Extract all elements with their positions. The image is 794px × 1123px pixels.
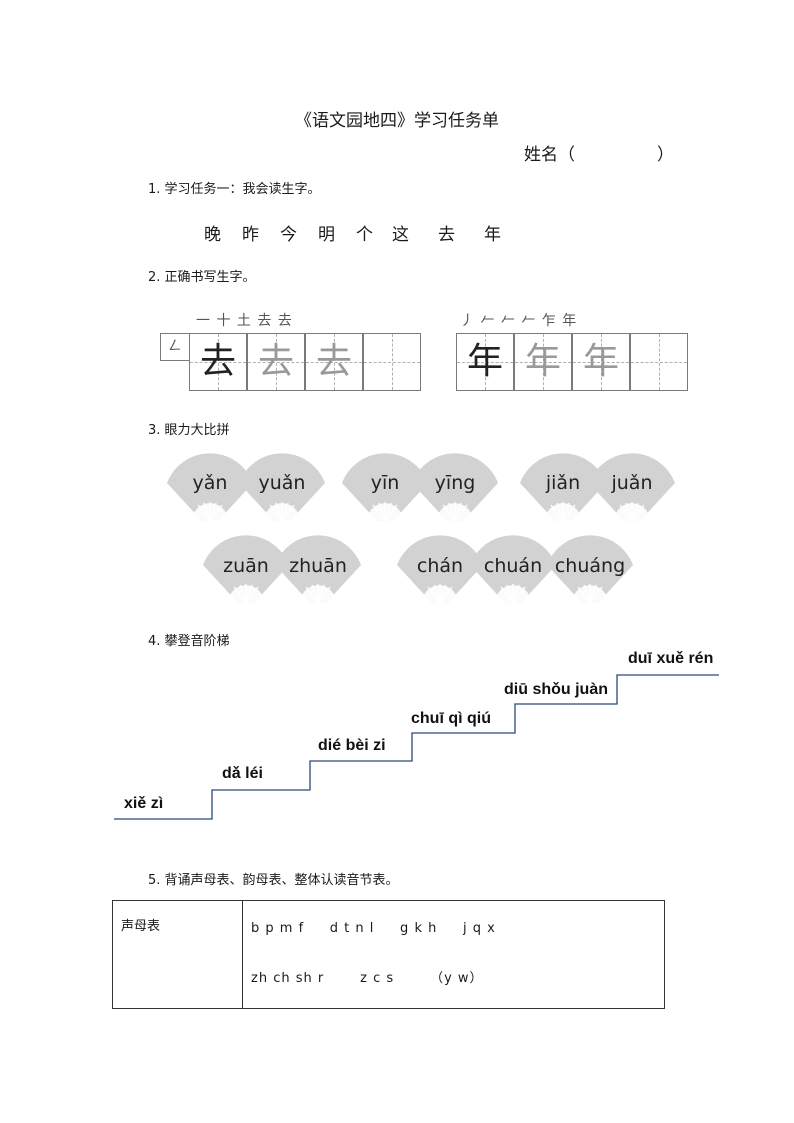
qu-grid-cell-3: 去	[305, 333, 363, 391]
nian-trace-char-1: 年	[524, 341, 561, 382]
stair-step-1: xiě zì	[124, 795, 164, 812]
char-ge: 个	[356, 225, 373, 245]
qu-grid-cell-4[interactable]	[363, 333, 421, 391]
pinyin-yuan: yuǎn	[258, 472, 306, 494]
qu-model-char: 去	[199, 341, 236, 382]
q5-label: 5. 背诵声母表、韵母表、整体认读音节表。	[148, 873, 399, 888]
char-jin: 今	[280, 225, 297, 245]
pinyin-chuang: chuáng	[554, 555, 626, 577]
pinyin-jian: jiǎn	[545, 472, 581, 494]
stair-step-2: dǎ léi	[222, 765, 263, 782]
stair-step-5: diū shǒu juàn	[504, 681, 608, 698]
page-title: 《语文园地四》学习任务单	[295, 111, 499, 131]
nian-trace-char-2: 年	[582, 341, 619, 382]
nian-grid-cell-3: 年	[572, 333, 630, 391]
nian-stroke-order: 丿 𠂉 𠂉 𠂉 乍 年	[460, 313, 578, 329]
qu-trace-char-2: 去	[315, 341, 352, 382]
table-content-cell: b p m f d t n l g k h j q x zh ch sh r z…	[242, 900, 665, 1009]
table-header-cell: 声母表	[112, 900, 243, 1009]
pinyin-chan: chán	[416, 555, 464, 577]
pinyin-ying: yīng	[434, 472, 476, 494]
pinyin-chuan: chuán	[483, 555, 543, 577]
qu-first-stroke: 𠃋	[168, 339, 182, 354]
char-qu: 去	[438, 225, 455, 245]
char-wan: 晚	[204, 225, 221, 245]
char-nian: 年	[484, 225, 501, 245]
initials-row-1: b p m f d t n l g k h j q x	[251, 921, 496, 936]
pinyin-yin: yīn	[370, 472, 400, 494]
pinyin-yan: yǎn	[192, 472, 228, 494]
name-close: ）	[657, 145, 674, 165]
qu-first-stroke-box: 𠃋	[160, 333, 190, 361]
nian-model-char: 年	[466, 341, 503, 382]
stair-step-3: dié bèi zi	[318, 737, 386, 754]
qu-grid-cell-1: 去	[189, 333, 247, 391]
nian-grid-cell-1: 年	[456, 333, 514, 391]
qu-stroke-order: 一 十 土 去 去	[196, 313, 293, 329]
char-zhe: 这	[392, 225, 409, 245]
stair-step-4: chuī qì qiú	[411, 710, 491, 727]
q4-label: 4. 攀登音阶梯	[148, 634, 230, 649]
pinyin-zuan: zuān	[223, 555, 269, 577]
char-zuo: 昨	[242, 225, 259, 245]
stair-step-6: duī xuě rén	[628, 650, 714, 667]
char-ming: 明	[318, 225, 335, 245]
initials-row-2: zh ch sh r z c s （y w）	[251, 971, 484, 986]
q2-label: 2. 正确书写生字。	[148, 270, 256, 285]
nian-grid-cell-2: 年	[514, 333, 572, 391]
name-field[interactable]: 姓名（ ）	[524, 140, 674, 165]
q1-label: 1. 学习任务一：我会读生字。	[148, 182, 321, 197]
stair-lines	[114, 674, 719, 820]
qu-grid-cell-2: 去	[247, 333, 305, 391]
q3-label: 3. 眼力大比拼	[148, 423, 230, 438]
nian-grid-cell-4[interactable]	[630, 333, 688, 391]
table-header: 声母表	[121, 919, 161, 934]
name-label: 姓名（	[524, 145, 575, 165]
qu-trace-char-1: 去	[257, 341, 294, 382]
pinyin-juan: juǎn	[611, 472, 653, 494]
initials-table: 声母表 b p m f d t n l g k h j q x zh ch sh…	[112, 900, 665, 1009]
pinyin-zhuan: zhuān	[289, 555, 347, 577]
